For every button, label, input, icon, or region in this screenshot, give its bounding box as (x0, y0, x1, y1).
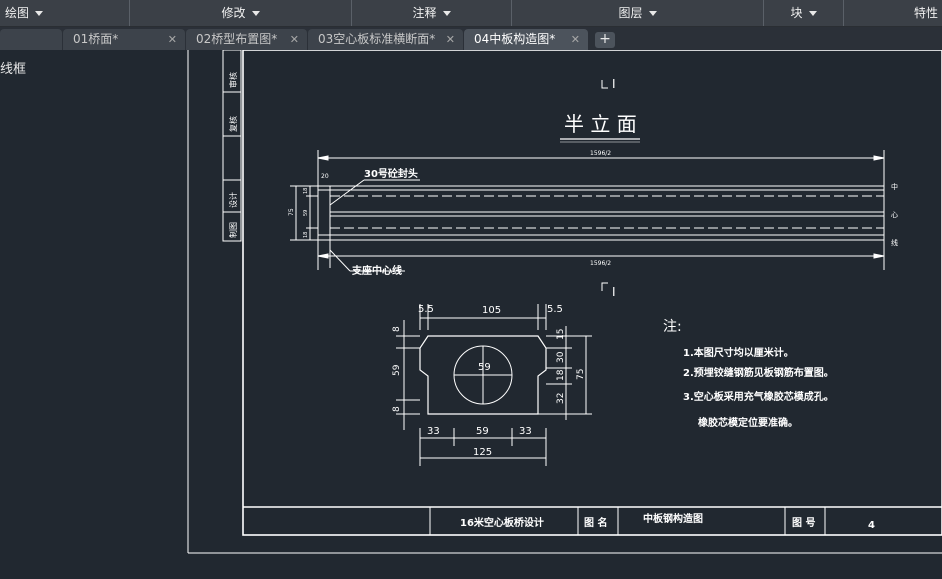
tab-label: 01桥面* (73, 32, 119, 46)
drawing-name-label: 图 名 (584, 516, 607, 529)
section-dim: 8 (392, 326, 402, 332)
length-dim-top: 1596/2 (590, 150, 611, 157)
section-dim: 75 (576, 369, 586, 380)
ribbon-panel-modify[interactable]: 修改 (130, 0, 352, 26)
center-label: 支座中心线 (351, 264, 402, 277)
ribbon-panel-properties[interactable]: 特性 (844, 0, 942, 26)
section-dim: 32 (556, 393, 566, 404)
strip-label-review: 审核 (228, 72, 238, 88)
project-name: 16米空心板桥设计 (460, 516, 544, 529)
drawing-canvas[interactable]: I I 半 立 面 1596/2 1596/2 30号砼封头 支座中心线 中 心… (0, 50, 942, 579)
section-dim: 59 (392, 364, 402, 376)
section-dim: 105 (482, 305, 501, 316)
drawing-name: 中板钢构造图 (643, 512, 703, 525)
length-dim-bottom: 1596/2 (590, 260, 611, 267)
dim-label: 18 (303, 232, 309, 238)
section-dim: 18 (556, 369, 566, 381)
section-dim: 5.5 (418, 304, 434, 315)
ribbon-panel-bar: 绘图 修改 注释 图层 块 特性 (0, 0, 942, 27)
strip-label-check: 复核 (228, 116, 238, 132)
section-dim: 59 (476, 426, 489, 437)
ribbon-panel-block[interactable]: 块 (764, 0, 844, 26)
signature-strip (222, 50, 242, 242)
strip-label-design: 设计 (228, 192, 238, 208)
hole-diameter: 59 (478, 362, 491, 373)
tab-label: 02桥型布置图* (196, 32, 278, 46)
ribbon-panel-draw[interactable]: 绘图 (0, 0, 130, 26)
dim-label: 59 (303, 210, 309, 216)
drawing-frame (242, 50, 942, 536)
chevron-down-icon (251, 10, 260, 16)
tab-start[interactable] (0, 29, 62, 50)
dim-label: 18 (303, 188, 309, 194)
strip-label-draft: 制图 (228, 222, 238, 238)
section-dim: 15 (556, 329, 566, 340)
midline-char: 中 (891, 182, 898, 191)
dim-label: 75 (288, 208, 295, 216)
note-item: 1.本图尺寸均以厘米计。 (683, 346, 794, 359)
chevron-down-icon (35, 10, 44, 16)
chevron-down-icon (808, 10, 817, 16)
seal-label: 30号砼封头 (364, 167, 418, 180)
close-icon[interactable]: ✕ (570, 33, 580, 46)
close-icon[interactable]: ✕ (445, 33, 455, 46)
ribbon-panel-block-label: 块 (790, 6, 803, 20)
tab-label: 03空心板标准横断面* (318, 32, 436, 46)
section-dim: 33 (427, 426, 440, 437)
close-icon[interactable]: ✕ (167, 33, 177, 46)
viewport-style-label[interactable]: 线框 (0, 62, 27, 77)
ribbon-panel-modify-label: 修改 (221, 6, 246, 20)
tab-hollow-slab-section[interactable]: 03空心板标准横断面* ✕ (308, 29, 463, 50)
section-dim: 5.5 (547, 304, 563, 315)
ribbon-panel-draw-label: 绘图 (5, 6, 30, 20)
note-item: 橡胶芯模定位要准确。 (698, 416, 798, 429)
elevation-title: 半 立 面 (564, 112, 637, 136)
midline-char: 心 (891, 211, 898, 219)
file-tab-bar: 01桥面* ✕ 02桥型布置图* ✕ 03空心板标准横断面* ✕ 04中板构造图… (0, 27, 942, 50)
chevron-down-icon (442, 10, 451, 16)
section-dim: 125 (473, 447, 492, 458)
note-item: 2.预埋铰缝钢筋见板钢筋布置图。 (683, 366, 834, 379)
notes-heading: 注: (663, 319, 682, 335)
tab-label: 04中板构造图* (474, 32, 556, 46)
drawing-no-label: 图 号 (792, 517, 815, 529)
ribbon-panel-annotate[interactable]: 注释 (352, 0, 512, 26)
ribbon-panel-properties-label: 特性 (913, 6, 938, 20)
section-marker-top: I (612, 77, 616, 91)
ribbon-panel-layers-label: 图层 (618, 6, 643, 20)
chevron-down-icon (648, 10, 657, 16)
tab-middle-slab-structure[interactable]: 04中板构造图* ✕ (464, 29, 588, 50)
dim-label: 20 (321, 173, 329, 180)
section-dim: 8 (392, 406, 402, 412)
section-marker-bottom: I (612, 285, 616, 299)
midline-char: 线 (891, 238, 898, 247)
tab-bridge-layout[interactable]: 02桥型布置图* ✕ (186, 29, 307, 50)
section-dim: 33 (519, 426, 532, 437)
section-dim: 30 (556, 351, 566, 363)
tab-bridge-deck[interactable]: 01桥面* ✕ (63, 29, 185, 50)
ribbon-panel-layers[interactable]: 图层 (512, 0, 764, 26)
note-item: 3.空心板采用充气橡胶芯模成孔。 (683, 390, 834, 403)
drawing-no: 4 (868, 520, 875, 531)
close-icon[interactable]: ✕ (289, 33, 299, 46)
add-tab-button[interactable]: + (595, 32, 615, 48)
ribbon-panel-annotate-label: 注释 (412, 6, 437, 20)
